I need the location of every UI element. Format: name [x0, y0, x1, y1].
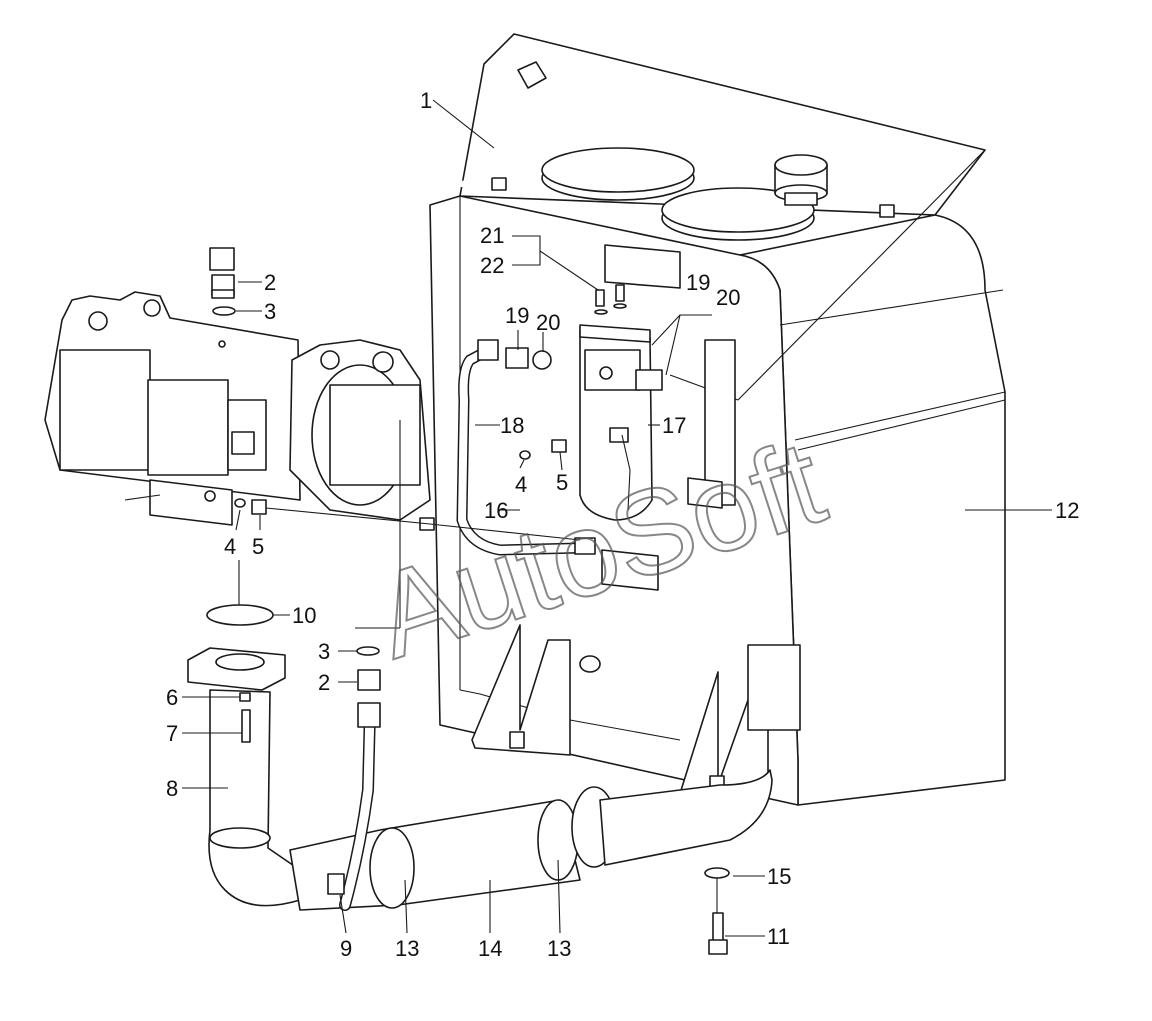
seal-3-lower	[356, 646, 380, 656]
suction-tube-14	[289, 799, 581, 911]
side-bracket	[704, 339, 736, 506]
callout-19: 19	[505, 303, 529, 328]
tank-outlet-pipe	[599, 769, 773, 866]
callout-9: 9	[340, 936, 352, 961]
callout-numbers: 1 2 3 4 5 10 3 2 6 7 8 9 13 14 13 15 11 …	[166, 88, 1079, 961]
callout-18: 18	[500, 413, 524, 438]
tank-foot-right	[677, 644, 801, 801]
filter-fittings	[419, 347, 663, 555]
upper-bracket	[604, 244, 681, 289]
pressure-hose	[209, 61, 547, 271]
callout-4: 4	[224, 534, 236, 559]
callout-6: 6	[166, 685, 178, 710]
suction-pipe-8	[208, 689, 301, 907]
callout-20: 20	[536, 310, 560, 335]
callout-7: 7	[166, 721, 178, 746]
filler-cap	[774, 154, 828, 206]
callout-2: 2	[318, 670, 330, 695]
callout-2: 2	[264, 270, 276, 295]
callout-11: 11	[767, 924, 790, 949]
leader-lines	[182, 99, 1052, 937]
tank-plug	[879, 204, 895, 218]
washer-15	[704, 867, 730, 879]
callout-1: 1	[420, 88, 432, 113]
fitting-2-lower	[357, 669, 381, 691]
washer-6	[239, 692, 251, 702]
pump-assembly	[44, 291, 431, 526]
callout-8: 8	[166, 776, 178, 801]
fittings-4-5-left	[234, 498, 431, 525]
callout-22: 22	[480, 253, 504, 278]
return-hose-9	[327, 702, 381, 911]
hose-18	[456, 339, 586, 556]
callout-5: 5	[252, 534, 264, 559]
callout-13: 13	[547, 936, 571, 961]
callout-12: 12	[1055, 498, 1079, 523]
callout-21: 21	[480, 223, 504, 248]
callout-19: 19	[686, 270, 710, 295]
tank-foot-left	[471, 624, 571, 756]
callout-14: 14	[478, 936, 502, 961]
tank-cover-left	[541, 147, 695, 201]
drain-boss	[579, 655, 601, 673]
callout-20: 20	[716, 285, 740, 310]
filter-17	[579, 324, 653, 521]
callout-13: 13	[395, 936, 419, 961]
callout-15: 15	[767, 864, 791, 889]
callout-3: 3	[318, 639, 330, 664]
suction-flange	[187, 647, 286, 691]
bolt-7	[241, 709, 251, 743]
bolts-21-22	[594, 284, 627, 315]
callout-3: 3	[264, 299, 276, 324]
lower-block	[601, 549, 659, 591]
tank-cover-right	[661, 187, 815, 241]
callout-5: 5	[556, 470, 568, 495]
callout-10: 10	[292, 603, 316, 628]
callout-16: 16	[484, 498, 508, 523]
seal-3-upper	[212, 306, 236, 316]
small-block	[687, 477, 723, 509]
tank-plug-left	[491, 177, 507, 191]
callout-4: 4	[515, 472, 527, 497]
o-ring-10	[206, 604, 274, 626]
fitting-2-upper	[211, 274, 235, 299]
callout-17: 17	[662, 413, 686, 438]
bolt-11	[708, 912, 728, 955]
